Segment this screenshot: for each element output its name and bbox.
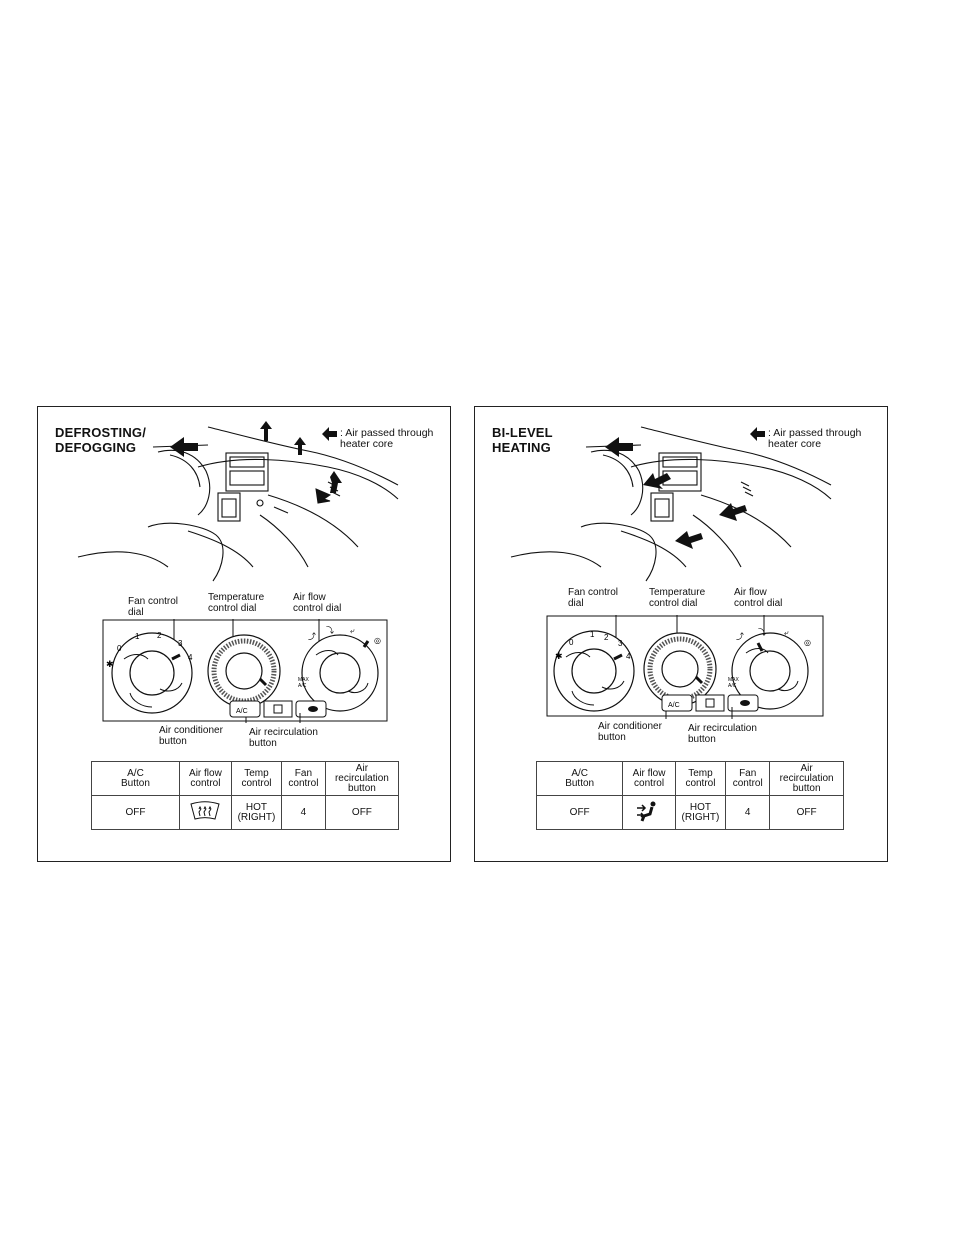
rear-defrost-button[interactable] (263, 700, 293, 718)
table-cell: 4 (281, 795, 326, 830)
temperature-control-dial[interactable] (643, 632, 717, 706)
rear-defrost-button[interactable] (695, 694, 725, 712)
defrost-defog-panel: DEFROSTING/ DEFOGGING : Air passed throu… (37, 406, 451, 862)
settings-table: A/C Button Air flow control Temp control… (535, 761, 844, 830)
fan-mark-1: 1 (135, 632, 140, 641)
temperature-control-dial-label: Temperature control dial (649, 587, 706, 609)
fan-mark-4: 4 (188, 653, 193, 662)
air-flow-control-dial[interactable]: MAX A/C ⤴ ⤵ ⤶ ◎ (298, 626, 381, 712)
panel-title: BI-LEVEL HEATING (492, 425, 553, 455)
fan-mark-3: 3 (618, 639, 623, 648)
table-cell (622, 795, 676, 830)
table-cell: HOT (RIGHT) (230, 795, 283, 830)
heater-air-arrow-icon (322, 427, 337, 441)
air-conditioner-button-label: Air conditioner button (159, 725, 223, 747)
svg-text:MAX: MAX (298, 677, 310, 683)
ac-button[interactable]: A/C (229, 700, 261, 718)
temperature-control-dial-label: Temperature control dial (208, 592, 265, 614)
ac-button-label: A/C (668, 702, 680, 709)
bilevel-mode-icon: ⤵ (326, 626, 334, 635)
vent-mode-icon: ⤴ (308, 631, 316, 641)
fan-symbol-icon: ✱ (555, 652, 563, 662)
table-header: Air flow control (178, 761, 232, 796)
table-cell: OFF (769, 795, 844, 830)
fan-mark-0: 0 (117, 644, 122, 653)
table-header: Air recirculation button (324, 761, 400, 796)
air-flow-control-dial[interactable]: MAX A/C ⤴ ⤵ ⤶ ◎ (728, 628, 811, 710)
defrost-windshield-icon (190, 801, 221, 820)
table-cell: 4 (725, 795, 771, 830)
air-flow-control-dial-label: Air flow control dial (293, 592, 342, 614)
fan-symbol-icon: ✱ (106, 660, 114, 670)
table-cell: HOT (RIGHT) (674, 795, 727, 830)
svg-text:A/C: A/C (728, 683, 737, 689)
table-header: Temp control (674, 761, 727, 796)
fan-mark-4: 4 (626, 652, 631, 661)
fan-control-dial-label: Fan control dial (128, 596, 179, 618)
table-header: Air recirculation button (769, 761, 844, 796)
table-cell: OFF (91, 795, 180, 830)
defrost-mode-icon: ◎ (374, 636, 381, 645)
dashboard-illustration (77, 421, 399, 582)
air-recirculation-button-label: Air recirculation button (249, 727, 318, 749)
settings-table: A/C Button Air flow control Temp control… (91, 761, 400, 830)
table-header: Fan control (281, 761, 326, 796)
defrost-mode-icon: ◎ (804, 638, 811, 647)
bi-level-vent-icon (637, 801, 656, 822)
table-header: Temp control (230, 761, 283, 796)
legend-text: : Air passed through heater core (340, 427, 434, 450)
fan-mark-2: 2 (157, 631, 162, 640)
fan-control-dial[interactable]: 0 1 2 3 4 ✱ (553, 630, 635, 712)
dashboard-illustration (510, 426, 832, 582)
fan-mark-3: 3 (178, 639, 183, 648)
air-recirculation-button-label: Air recirculation button (688, 723, 757, 745)
fan-mark-0: 0 (569, 638, 574, 647)
ac-button-label: A/C (236, 708, 248, 715)
legend-text: : Air passed through heater core (768, 427, 862, 450)
panel-title: DEFROSTING/ DEFOGGING (55, 425, 147, 455)
bi-level-heating-panel: BI-LEVEL HEATING : Air passed through he… (474, 406, 888, 862)
floor-mode-icon: ⤶ (784, 628, 789, 637)
table-cell: OFF (324, 795, 400, 830)
fan-mark-2: 2 (604, 633, 609, 642)
air-recirculation-button[interactable] (295, 700, 327, 718)
bilevel-mode-icon: ⤵ (758, 628, 766, 637)
table-header: A/C Button (535, 761, 624, 796)
air-recirculation-button[interactable] (727, 694, 759, 712)
floor-mode-icon: ⤶ (350, 626, 355, 635)
table-cell (178, 795, 232, 830)
svg-text:MAX: MAX (728, 677, 740, 683)
svg-text:A/C: A/C (298, 683, 307, 689)
table-header: Fan control (725, 761, 771, 796)
ac-button[interactable]: A/C (661, 694, 693, 712)
heater-air-arrow-icon (750, 427, 765, 441)
vent-mode-icon: ⤴ (736, 631, 744, 641)
climate-control-panel: 0 1 2 3 4 ✱ MAX A/C ⤴ ⤵ ⤶ ◎ (546, 615, 824, 719)
table-header: A/C Button (91, 761, 180, 796)
air-conditioner-button-label: Air conditioner button (598, 721, 662, 743)
temperature-control-dial[interactable] (207, 634, 281, 708)
fan-control-dial[interactable]: 0 1 2 3 4 ✱ (106, 631, 193, 714)
fan-mark-1: 1 (590, 630, 595, 639)
table-header: Air flow control (622, 761, 676, 796)
air-flow-control-dial-label: Air flow control dial (734, 587, 783, 609)
climate-control-panel: 0 1 2 3 4 ✱ MAX A/C ⤴ ⤵ ⤶ ◎ (102, 619, 388, 723)
table-cell: OFF (535, 795, 624, 830)
fan-control-dial-label: Fan control dial (568, 587, 619, 609)
